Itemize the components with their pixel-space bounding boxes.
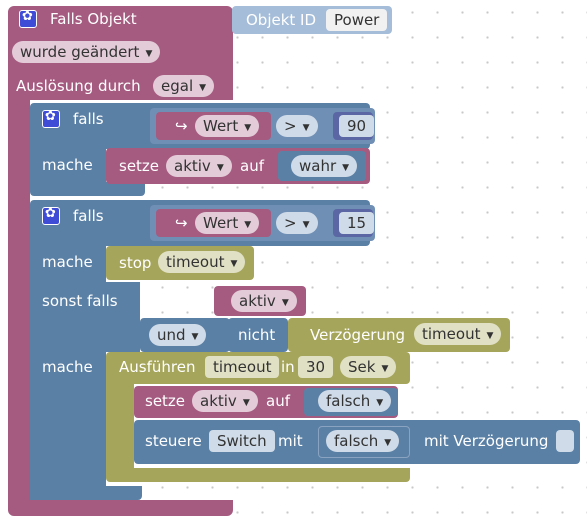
if2-value: falsch [326, 392, 371, 410]
ausfuhren-unit: Sek [348, 358, 376, 376]
stop-label: stop [119, 254, 152, 272]
settings-gear-icon[interactable] [19, 9, 37, 28]
ausfuhren-in: in [281, 358, 295, 376]
ausfuhren-foot [106, 468, 410, 482]
if-block-2-foot [30, 486, 142, 500]
if2-wert: Wert [203, 214, 239, 232]
nicht-block[interactable] [228, 318, 288, 352]
if1-op: > [284, 117, 297, 135]
if2-op-dropdown[interactable]: >▼ [276, 212, 318, 234]
verzogerung-dropdown[interactable]: timeout ▼ [414, 323, 502, 345]
if1-value-dropdown[interactable]: wahr ▼ [291, 155, 358, 177]
if1-value: wahr [299, 157, 337, 175]
if2-auf: auf [266, 392, 290, 410]
verzogerung-label: Verzögerung [310, 326, 405, 344]
ausfuhren-var[interactable]: timeout [205, 356, 280, 378]
if1-number[interactable]: 90 [339, 115, 375, 137]
if1-falls: falls [73, 110, 104, 128]
dropdown-arrow-icon: ▼ [199, 83, 207, 93]
if2-mache: mache [42, 253, 93, 271]
dropdown-arrow-icon: ▼ [191, 332, 199, 342]
if2-op: > [284, 214, 297, 232]
dropdown-arrow-icon: ▼ [216, 163, 224, 173]
dropdown-arrow-icon: ▼ [381, 364, 389, 374]
dropdown-arrow-icon: ▼ [376, 398, 384, 408]
if2-wert-dropdown[interactable]: Wert ▼ [195, 212, 260, 234]
dropdown-arrow-icon: ▼ [230, 259, 238, 269]
mit-verzogerung-checkbox[interactable] [556, 430, 574, 452]
if1-mache: mache [42, 156, 93, 174]
if-gear-icon[interactable] [42, 109, 60, 128]
nicht-label: nicht [238, 326, 276, 344]
dropdown-arrow-icon: ▼ [145, 49, 153, 59]
sonst-falls-label: sonst falls [42, 292, 118, 310]
dropdown-arrow-icon: ▼ [302, 220, 310, 230]
steuere-label: steuere [145, 432, 202, 450]
event-title: Falls Objekt [50, 10, 137, 28]
if2-falls: falls [73, 207, 104, 225]
arrow-icon: ↪ [175, 117, 188, 135]
dropdown-arrow-icon: ▼ [244, 220, 252, 230]
auslosung-dropdown[interactable]: egal ▼ [153, 75, 215, 97]
if-block-1-spine [30, 145, 106, 185]
if1-wert: Wert [203, 117, 239, 135]
dropdown-arrow-icon: ▼ [342, 163, 350, 173]
if2-var-dropdown[interactable]: aktiv ▼ [192, 390, 258, 412]
if2-setze: setze [145, 392, 186, 410]
verzogerung-value: timeout [422, 325, 481, 343]
und-dropdown[interactable]: und ▼ [149, 324, 207, 346]
if2-var: aktiv [200, 392, 237, 410]
trigger-value: wurde geändert [20, 43, 140, 61]
if1-setze: setze [119, 157, 160, 175]
event-block-spine [8, 94, 30, 504]
if2-number[interactable]: 15 [339, 212, 375, 234]
dropdown-arrow-icon: ▼ [486, 331, 494, 341]
if-gear-icon[interactable] [42, 206, 60, 225]
dropdown-arrow-icon: ▼ [244, 123, 252, 133]
if2-mache2: mache [42, 358, 93, 376]
arrow-icon: ↪ [175, 214, 188, 232]
aktiv-value: aktiv [239, 292, 276, 310]
ausfuhren-unit-dropdown[interactable]: Sek ▼ [340, 356, 397, 378]
dropdown-arrow-icon: ▼ [384, 438, 392, 448]
steuere-mit: mit [278, 432, 303, 450]
aktiv-dropdown[interactable]: aktiv ▼ [231, 290, 297, 312]
if1-var-dropdown[interactable]: aktiv ▼ [166, 155, 232, 177]
dropdown-arrow-icon: ▼ [242, 398, 250, 408]
steuere-value: falsch [334, 432, 379, 450]
if1-auf: auf [240, 157, 264, 175]
ausfuhren-label: Ausführen [119, 358, 196, 376]
if1-op-dropdown[interactable]: >▼ [276, 115, 318, 137]
mit-verzogerung-label: mit Verzögerung [424, 432, 549, 450]
trigger-dropdown[interactable]: wurde geändert ▼ [12, 41, 161, 63]
dropdown-arrow-icon: ▼ [281, 298, 289, 308]
if1-wert-dropdown[interactable]: Wert ▼ [195, 115, 260, 137]
steuere-object[interactable]: Switch [209, 430, 275, 452]
if1-var: aktiv [174, 157, 211, 175]
stop-value: timeout [166, 253, 225, 271]
if2-value-dropdown[interactable]: falsch ▼ [318, 390, 392, 412]
stop-dropdown[interactable]: timeout ▼ [158, 251, 246, 273]
und-value: und [157, 326, 186, 344]
if-block-2-sonst [30, 282, 140, 352]
ausfuhren-spine [106, 380, 134, 472]
event-block-footer [8, 500, 233, 516]
auslosung-label: Auslösung durch [16, 77, 141, 95]
steuere-value-dropdown[interactable]: falsch ▼ [326, 430, 400, 452]
dropdown-arrow-icon: ▼ [302, 123, 310, 133]
object-id-label: Objekt ID [246, 11, 317, 29]
object-id-field[interactable]: Power [326, 9, 388, 31]
ausfuhren-number[interactable]: 30 [298, 356, 334, 378]
if-block-1-foot [30, 182, 145, 196]
auslosung-value: egal [161, 77, 194, 95]
